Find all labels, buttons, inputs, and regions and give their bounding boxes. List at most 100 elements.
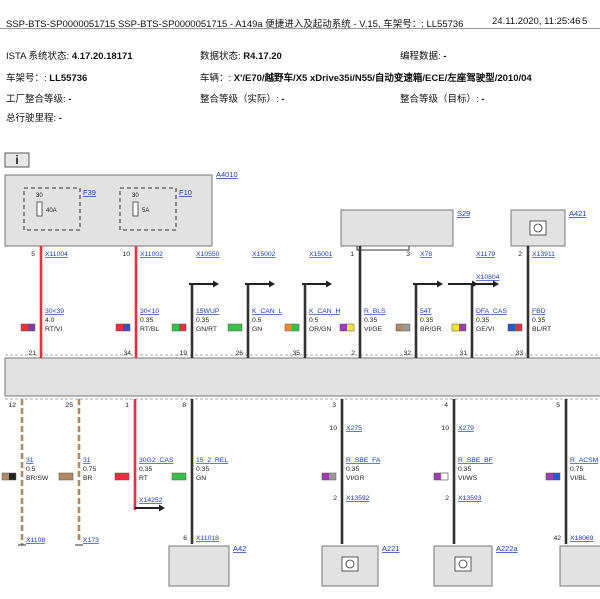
bottom-wire-4-signal[interactable]: 15_2_REL <box>196 457 228 464</box>
bottom-wire-2-color-code: BR <box>83 475 93 482</box>
module-a222a[interactable] <box>433 545 493 587</box>
bottom-wire-2-size: 0.75 <box>83 466 96 473</box>
integration-actual-label: 整合等级（实际）: <box>200 94 279 105</box>
bottom-wire-7-signal[interactable]: R_ACSM <box>570 457 599 464</box>
top-wire-9-signal[interactable]: FBD <box>532 308 546 315</box>
bottom-wire-1-signal[interactable]: 31 <box>26 457 34 464</box>
top-wire-2-signal[interactable]: 30<10 <box>140 308 159 315</box>
top-wire-8-arrow-head <box>493 280 499 288</box>
bottom-wire-6-pin-end: 2 <box>445 495 449 502</box>
top-wire-6-signal[interactable]: R_BLS <box>364 308 386 315</box>
label-a42[interactable]: A42 <box>233 544 246 553</box>
bottom-wire-5-pin-end: 2 <box>333 495 337 502</box>
top-wire-x10804-arrow-head <box>472 280 478 288</box>
top-wire-8-color-code: GE/VI <box>476 326 494 333</box>
bottom-wire-1-color-code: BR/SW <box>26 475 49 482</box>
bottom-wire-6-conn-mid[interactable]: X279 <box>458 425 474 432</box>
fuse-f10-box <box>119 187 177 231</box>
bottom-wire-1-conn-end[interactable]: X1108 <box>26 537 45 544</box>
label-f39[interactable]: F39 <box>83 188 96 197</box>
bottom-wire-5-pin-mid: 10 <box>329 425 337 432</box>
label-a4010[interactable]: A4010 <box>216 170 238 179</box>
label-a221[interactable]: A221 <box>382 544 400 553</box>
bottom-wire-6-swatch-frame <box>433 472 449 481</box>
top-wire-4-conn-top[interactable]: X15002 <box>252 251 276 258</box>
bottom-wire-3-signal[interactable]: 30G2_CAS <box>139 457 174 464</box>
module-a4010[interactable] <box>4 174 213 247</box>
top-wire-2-conn-top[interactable]: X11002 <box>140 251 163 258</box>
info-icon[interactable] <box>4 152 30 168</box>
module-a421[interactable] <box>510 209 566 247</box>
conn-x10804[interactable]: X10804 <box>476 274 500 281</box>
label-s29[interactable]: S29 <box>457 209 470 218</box>
top-wire-5-conn-top[interactable]: X15001 <box>309 251 333 258</box>
bottom-wire-5-conn-mid[interactable]: X275 <box>346 425 362 432</box>
bottom-wire-7-size: 0.75 <box>570 466 583 473</box>
top-wire-3-conn-top[interactable]: X10550 <box>196 251 220 258</box>
label-f10[interactable]: F10 <box>179 188 192 197</box>
bottom-wire-4-color-code: GN <box>196 475 206 482</box>
bottom-wire-5-swatch-right <box>329 473 336 480</box>
top-wire-5-swatch-left <box>285 324 292 331</box>
top-wire-1-signal[interactable]: 30<39 <box>45 308 64 315</box>
top-wire-5-signal[interactable]: K_CAN_H <box>309 308 340 315</box>
module-a42[interactable] <box>168 545 230 587</box>
top-wire-9-swatch-left <box>508 324 515 331</box>
integration-actual-value: - <box>281 94 285 105</box>
bottom-wire-6-signal[interactable]: R_SBE_BF <box>458 457 493 464</box>
bottom-wire-5-signal[interactable]: R_SBE_FA <box>346 457 381 464</box>
top-wire-6-pin-top: 1 <box>350 251 354 258</box>
bottom-wire-7-pin-top: 5 <box>556 402 560 409</box>
top-wire-6-size: 0.35 <box>364 317 377 324</box>
top-wire-8-signal[interactable]: DFA_CAS <box>476 308 507 315</box>
top-wire-7-signal[interactable]: 54T <box>420 308 432 315</box>
top-wire-7-size: 0.35 <box>420 317 433 324</box>
top-wire-1-pin-bottom: 21 <box>28 350 36 357</box>
top-wire-3-swatch-left <box>172 324 179 331</box>
top-wire-1-conn-top[interactable]: X11004 <box>45 251 68 258</box>
bottom-wire-4-conn-end[interactable]: X11018 <box>196 535 219 542</box>
top-wire-6-swatch-right <box>347 324 354 331</box>
top-wire-9-conn-top[interactable]: X13911 <box>532 251 555 258</box>
top-wire-2-pin-bottom: 34 <box>123 350 131 357</box>
top-wire-8-size: 0.35 <box>476 317 489 324</box>
data-status: 数据状态: R4.17.20 <box>200 48 282 62</box>
bottom-wire-2-signal[interactable]: 31 <box>83 457 91 464</box>
top-wire-8-conn-top[interactable]: X1179 <box>476 251 495 258</box>
label-a222a[interactable]: A222a <box>496 544 519 553</box>
top-wire-3-size: 0.35 <box>196 317 209 324</box>
bottom-wire-5-conn-end[interactable]: X13592 <box>346 495 370 502</box>
top-wire-3-signal[interactable]: 15WUP <box>196 308 220 315</box>
programming-data: 编程数据: - <box>400 48 446 62</box>
bottom-wire-6-swatch-right <box>440 472 449 481</box>
bottom-wire-7-color-code: VI/BL <box>570 475 587 482</box>
top-wire-5-arrow-head <box>326 280 332 288</box>
bottom-wire-1-swatch-right <box>9 473 16 480</box>
document-title: SSP-BTS-SP0000051715 SSP-BTS-SP000005171… <box>6 19 464 30</box>
top-wire-4-color-code: GN <box>252 326 262 333</box>
bottom-wire-6-conn-end[interactable]: X13593 <box>458 495 482 502</box>
top-wire-1-size: 4.0 <box>45 317 55 324</box>
bottom-wire-3-conn-end[interactable]: X14252 <box>139 497 163 504</box>
label-a421[interactable]: A421 <box>569 209 587 218</box>
header-divider <box>0 28 600 29</box>
top-wire-4-signal[interactable]: K_CAN_L <box>252 308 282 315</box>
top-wire-9-pin-bottom: 33 <box>515 350 523 357</box>
bottom-wire-1-swatch-left <box>2 473 9 480</box>
bottom-wire-7-conn-end[interactable]: X18069 <box>570 535 594 542</box>
module-s29[interactable] <box>340 209 454 247</box>
control-unit-bar[interactable] <box>4 357 600 397</box>
top-wire-1-swatch-left <box>21 324 28 331</box>
data-status-value: R4.17.20 <box>243 51 282 62</box>
integration-target-label: 整合等级（目标）: <box>400 94 479 105</box>
module-right-edge[interactable] <box>559 545 600 587</box>
top-wire-7-conn-top[interactable]: X78 <box>420 251 432 258</box>
mileage: 总行驶里程: - <box>6 110 62 124</box>
ista-status-label: ISTA 系统状态: <box>6 51 70 62</box>
top-wire-2-swatch-right <box>123 324 130 331</box>
top-wire-1-pin-top: 5 <box>31 251 35 258</box>
top-wire-5-pin-bottom: 35 <box>292 350 300 357</box>
bottom-wire-2-conn-end[interactable]: X173 <box>83 537 99 544</box>
bottom-wire-4-size: 0.35 <box>196 466 209 473</box>
